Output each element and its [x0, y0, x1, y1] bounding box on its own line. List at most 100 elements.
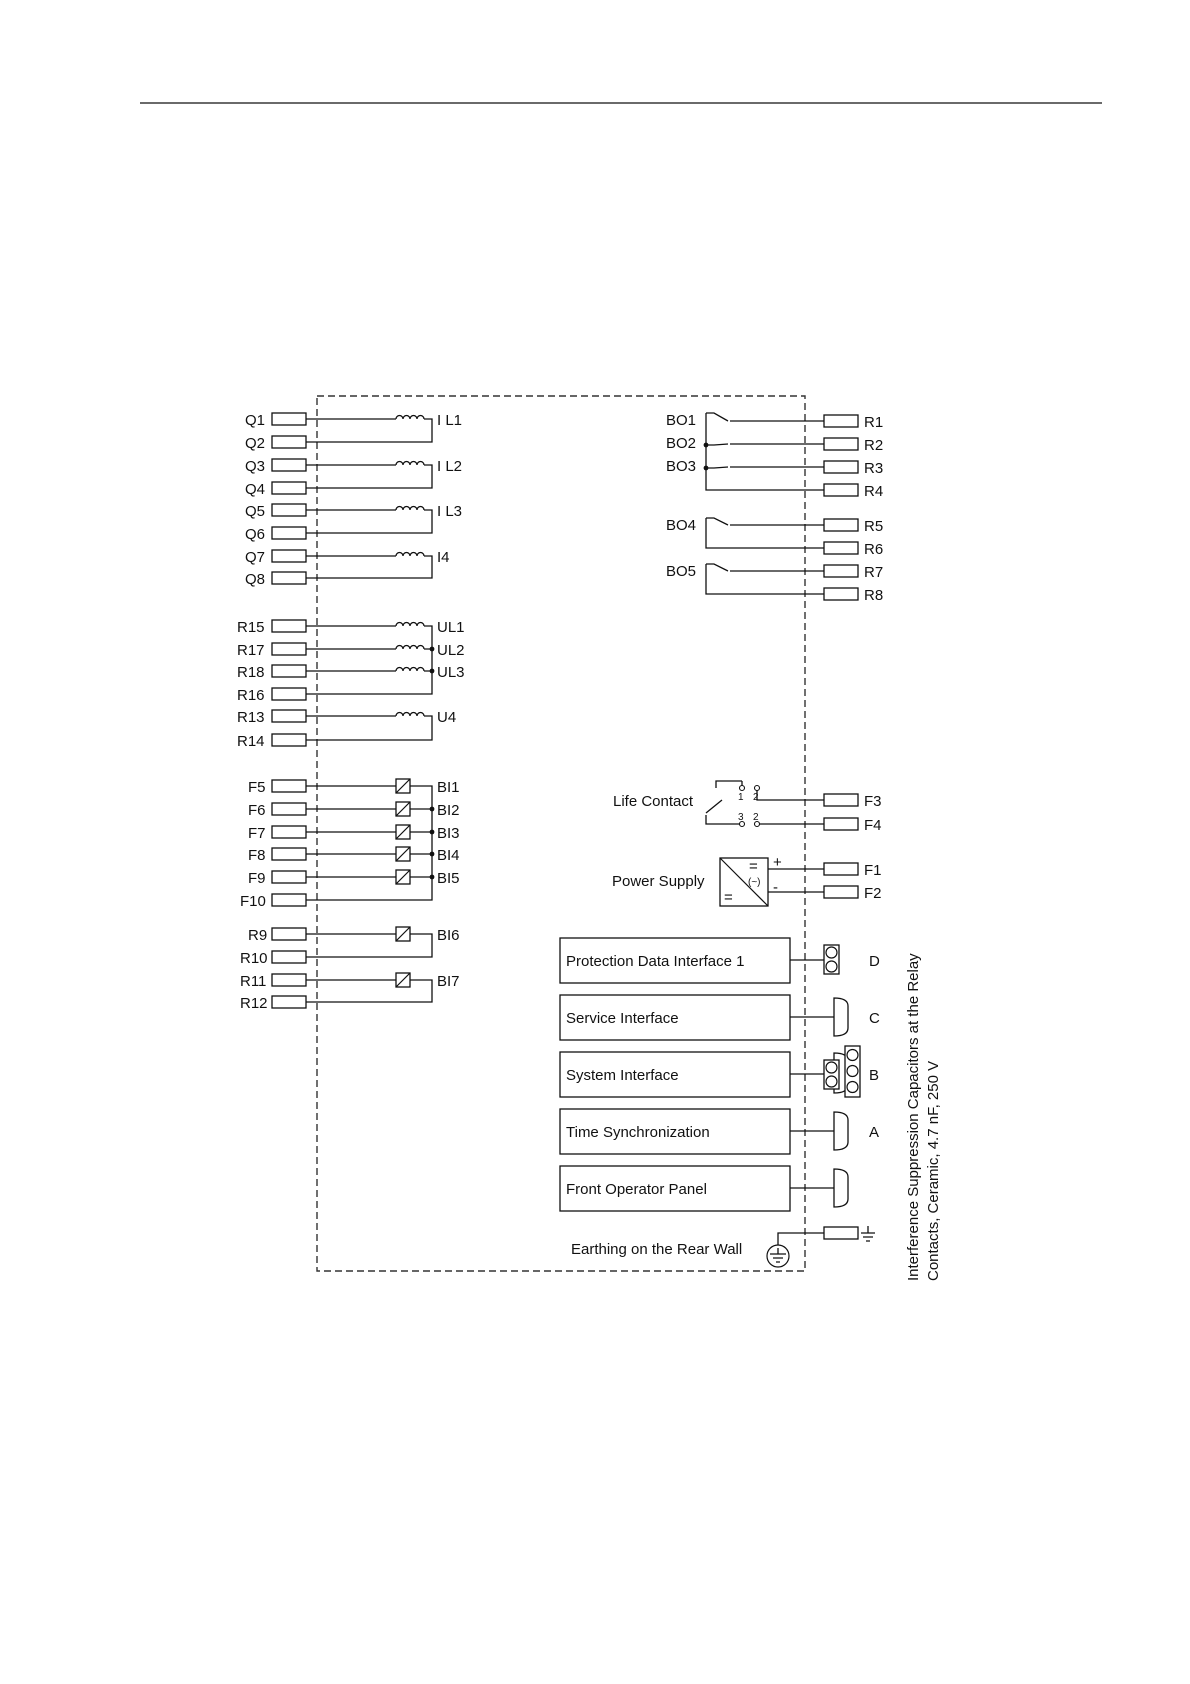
terminal-label: F7 [248, 825, 266, 842]
optocoupler-symbol [395, 926, 411, 988]
life-contact: Life Contact 1 2 3 2 F3 F4 [613, 780, 882, 834]
earth-symbol-lines [770, 1248, 786, 1263]
interface-label: Protection Data Interface 1 [566, 953, 744, 970]
terminal-label: R6 [864, 541, 883, 558]
fiber-connector-icon [823, 1059, 840, 1090]
terminal-label: F3 [864, 793, 882, 810]
converter-diagonal [719, 857, 769, 907]
terminal-block [823, 817, 859, 831]
coil-symbol [395, 644, 425, 650]
coil-symbol [395, 551, 425, 557]
terminal-label: R10 [240, 950, 268, 967]
terminal-label: Q6 [245, 526, 265, 543]
terminal-block [823, 414, 859, 428]
junction-dot [429, 829, 435, 835]
dc-symbol: = [724, 889, 733, 906]
contact-pin [738, 820, 746, 828]
pin-number: 3 [738, 812, 744, 823]
terminal-block [823, 1226, 859, 1240]
coil-symbol [395, 460, 425, 466]
terminal-block [271, 779, 307, 793]
pin-number: 1 [738, 792, 744, 803]
binary-wiring [306, 785, 433, 901]
interface-box [559, 1051, 791, 1098]
input-label: I L1 [437, 412, 462, 429]
terminal-block [271, 927, 307, 941]
binary-output-group: BO1 BO2 BO3 BO4 BO5 R1 R2 R3 R4 R5 R6 R7… [666, 412, 883, 604]
terminal-block [271, 458, 307, 472]
minus-sign: - [773, 879, 778, 896]
sub-d-connector-icon [833, 1111, 849, 1151]
pin-number: 2 [753, 792, 759, 803]
input-label: BI3 [437, 825, 460, 842]
input-label: BI5 [437, 870, 460, 887]
terminal-label: F5 [248, 779, 266, 796]
terminal-block [271, 893, 307, 907]
terminal-label: R13 [237, 709, 265, 726]
terminal-block [823, 564, 859, 578]
coil-symbol [395, 666, 425, 672]
terminal-label: R14 [237, 733, 265, 750]
optocoupler-symbol [395, 778, 411, 885]
terminal-label: R9 [248, 927, 267, 944]
input-label: UL3 [437, 664, 465, 681]
rj45-connector-icon [844, 1045, 861, 1098]
output-label: BO1 [666, 412, 696, 429]
coil-symbol [395, 621, 425, 627]
terminal-block [823, 437, 859, 451]
pin-number: 2 [753, 812, 759, 823]
dc-symbol: = [749, 858, 758, 875]
port-label: A [869, 1124, 879, 1141]
junction-dot [703, 442, 709, 448]
terminal-label: Q3 [245, 458, 265, 475]
terminal-label: R2 [864, 437, 883, 454]
terminal-block [271, 825, 307, 839]
terminal-label: F6 [248, 802, 266, 819]
power-supply: Power Supply = (~) = + - F1 F2 [612, 854, 882, 907]
terminal-label: R1 [864, 414, 883, 431]
interface-label: System Interface [566, 1067, 679, 1084]
terminal-label: R3 [864, 460, 883, 477]
terminal-block [271, 481, 307, 495]
terminal-block [271, 664, 307, 678]
port-label: B [869, 1067, 879, 1084]
input-label: I4 [437, 549, 450, 566]
terminal-label: R15 [237, 619, 265, 636]
binary-input-group-1: F5 F6 F7 F8 F9 F10 BI1 BI2 BI3 BI4 BI5 [240, 778, 460, 910]
terminal-block [271, 973, 307, 987]
input-label: BI1 [437, 779, 460, 796]
terminal-block [823, 793, 859, 807]
terminal-block [823, 518, 859, 532]
terminal-label: R7 [864, 564, 883, 581]
terminal-block [823, 460, 859, 474]
input-label: BI2 [437, 802, 460, 819]
earth-symbol-icon [766, 1244, 790, 1268]
side-note-line-2: Contacts, Ceramic, 4.7 nF, 250 V [925, 1061, 942, 1281]
device-enclosure [316, 395, 806, 1272]
voltage-input-group: R15 R17 R18 R16 R13 R14 UL1 UL2 UL3 U4 [237, 619, 465, 750]
relay-contact-wiring [705, 412, 824, 595]
terminal-label: F10 [240, 893, 266, 910]
contact-pin [753, 784, 761, 792]
terminal-label: F4 [864, 817, 882, 834]
terminal-label: R4 [864, 483, 883, 500]
junction-dot [429, 851, 435, 857]
ac-symbol: (~) [748, 877, 761, 888]
terminal-label: Q2 [245, 435, 265, 452]
interface-label: Time Synchronization [566, 1124, 710, 1141]
output-label: BO4 [666, 517, 696, 534]
interface-box [559, 1108, 791, 1155]
interface-label: Service Interface [566, 1010, 679, 1027]
terminal-block [271, 412, 307, 426]
terminal-block [823, 483, 859, 497]
junction-dot [703, 465, 709, 471]
interface-group: Protection Data Interface 1 D Service In… [559, 937, 880, 1212]
input-label: I L2 [437, 458, 462, 475]
input-label: BI4 [437, 847, 460, 864]
terminal-label: R18 [237, 664, 265, 681]
junction-dot [429, 874, 435, 880]
binary-wiring [306, 933, 433, 1003]
terminal-label: Q4 [245, 481, 265, 498]
fiber-connector-icon [823, 944, 840, 975]
